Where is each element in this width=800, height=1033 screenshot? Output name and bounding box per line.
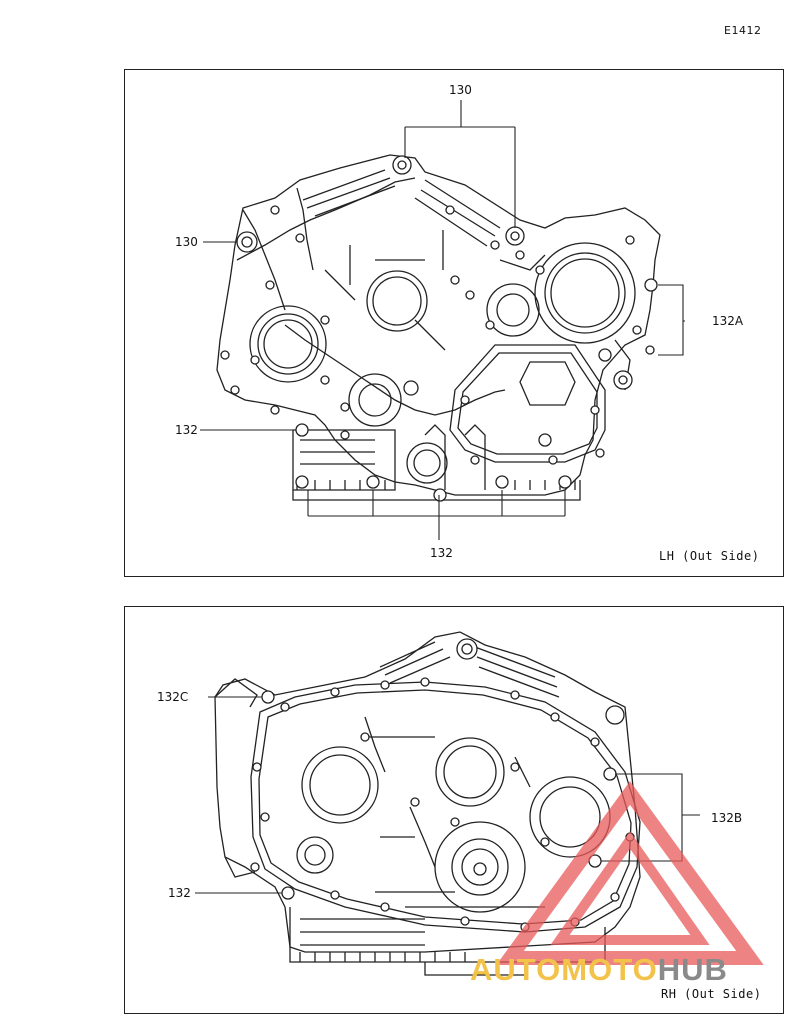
callout-132-left: 132 — [168, 886, 191, 900]
callout-132c: 132C — [157, 690, 189, 704]
callout-132-bottom: 132 — [430, 546, 453, 560]
callout-130-top: 130 — [449, 83, 472, 97]
callout-132-left: 132 — [175, 423, 198, 437]
watermark-hub: HUB — [657, 952, 728, 987]
lh-crankcase-drawing — [200, 100, 685, 540]
callout-130-left: 130 — [175, 235, 198, 249]
page-code: E1412 — [724, 24, 762, 37]
watermark-auto: AUTO — [470, 952, 562, 987]
watermark-text: AUTOMOTOHUB — [470, 952, 728, 988]
rh-view-label: RH (Out Side) — [661, 987, 762, 1001]
watermark-moto: MOTO — [561, 952, 658, 987]
lh-view-label: LH (Out Side) — [659, 549, 760, 563]
callout-132a: 132A — [712, 314, 744, 328]
rh-crankcase-drawing — [195, 631, 700, 976]
rh-diagram-panel: 132C 132B 132 RH (Out Side) — [124, 606, 784, 1014]
callout-132b: 132B — [711, 811, 743, 825]
lh-diagram-panel: 130 130 132A 132 132 LH (Out Side) — [124, 69, 784, 577]
